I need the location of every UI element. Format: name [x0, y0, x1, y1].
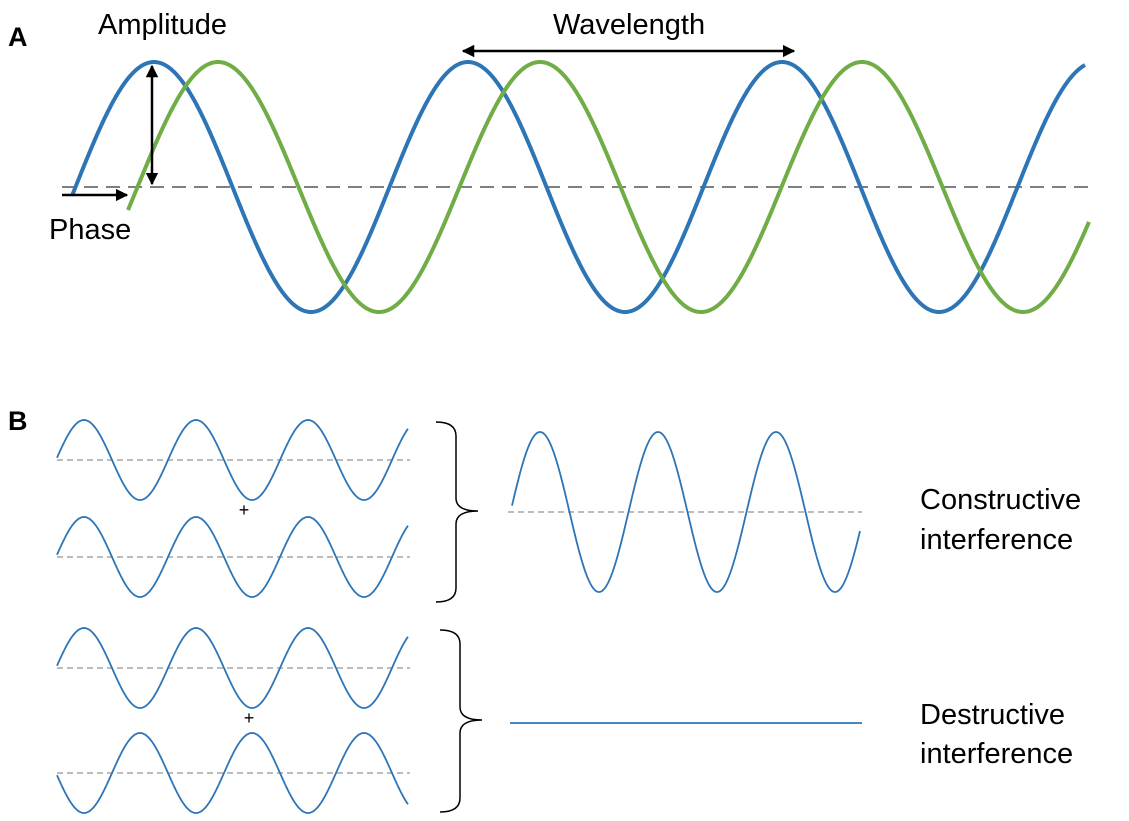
constructive-result-wave	[511, 431, 861, 593]
destructive-wave-1	[56, 627, 409, 709]
destructive-brace	[439, 629, 483, 813]
wavelength-label: Wavelength	[553, 9, 705, 41]
constructive-wave-2	[56, 516, 409, 598]
destructive-label-line-1: Destructive	[920, 699, 1065, 731]
panel-b: B + Constructive interference + Destruct…	[8, 406, 1081, 814]
constructive-label-line-2: interference	[920, 524, 1073, 556]
constructive-label-line-1: Constructive	[920, 484, 1081, 516]
phase-label: Phase	[49, 214, 131, 246]
panel-b-letter: B	[8, 406, 28, 436]
destructive-plus: +	[244, 708, 255, 728]
destructive-wave-2	[56, 732, 409, 814]
constructive-plus: +	[239, 500, 250, 520]
panel-a: A Amplitude Wavelength Phase	[8, 9, 1091, 315]
panel-a-letter: A	[8, 22, 28, 52]
panel-a-blue-wave	[70, 59, 1086, 315]
constructive-wave-1	[56, 419, 409, 501]
destructive-label-line-2: interference	[920, 738, 1073, 770]
amplitude-label: Amplitude	[98, 9, 227, 41]
panel-a-green-wave	[126, 59, 1091, 315]
constructive-brace	[435, 421, 479, 603]
